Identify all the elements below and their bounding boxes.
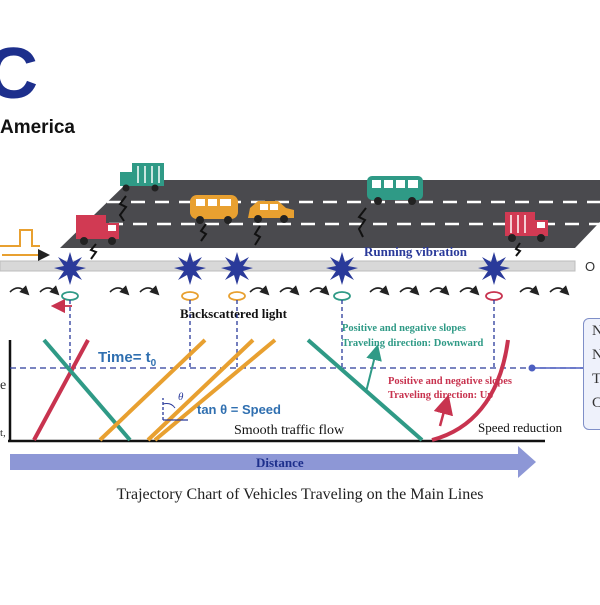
- info-box-line: T: [592, 371, 600, 387]
- speed-reduction-label: Speed reduction: [478, 420, 563, 435]
- downward-note-line2: Traveling direction: Downward: [342, 338, 484, 349]
- theta-label: θ: [178, 391, 184, 403]
- info-box-line: N: [592, 347, 600, 363]
- bus-teal: [367, 176, 423, 205]
- trajectory-teal-2: [306, 338, 424, 442]
- up-note-line1: Positive and negative slopes: [388, 376, 512, 387]
- smooth-traffic-label: Smooth traffic flow: [234, 423, 345, 438]
- fiber-cable: [0, 260, 576, 272]
- figure-caption: Trajectory Chart of Vehicles Traveling o…: [116, 486, 484, 503]
- trajectory-orange-2: [146, 338, 255, 442]
- truck-red-right: [505, 212, 548, 242]
- vibration-squiggles: [89, 195, 522, 260]
- up-note-line2: Traveling direction: Up: [388, 390, 493, 401]
- van-orange: [190, 195, 238, 224]
- slope-annotation: [162, 398, 188, 421]
- laser-pulse: [0, 229, 40, 247]
- distance-arrow: [10, 446, 536, 478]
- info-box-line: C: [592, 395, 600, 411]
- running-vibration-label: Running vibration: [364, 244, 468, 259]
- tan-speed-label: tan θ = Speed: [197, 402, 281, 417]
- trajectory-orange-1: [98, 338, 207, 442]
- trajectory-orange-3: [153, 338, 277, 442]
- colored-return-arrows: [50, 291, 503, 314]
- logo-text: America: [0, 117, 75, 138]
- logo-letter: C: [0, 34, 38, 114]
- time-label: Time= t0: [98, 349, 157, 369]
- info-box-line: N: [592, 323, 600, 339]
- up-note-arrow: [433, 394, 454, 427]
- trajectory-red-up: [32, 339, 90, 441]
- distance-label: Distance: [256, 455, 304, 470]
- info-box: N N T C: [583, 318, 600, 430]
- vibration-bursts: [54, 252, 510, 285]
- axis-fragment-bottom: t,: [0, 427, 6, 439]
- axis-fragment-top: e: [0, 378, 6, 393]
- backscattered-light-label: Backscattered light: [180, 306, 288, 321]
- guide-lines: [69, 300, 495, 370]
- backscatter-arrows: [9, 285, 570, 296]
- fiber-end-label: O: [585, 259, 595, 274]
- trajectory-red-curve: [431, 339, 510, 442]
- truck-green: [120, 163, 164, 192]
- truck-red: [76, 215, 119, 245]
- downward-note-arrow: [365, 344, 382, 393]
- car-orange: [248, 201, 294, 223]
- downward-note-line1: Positive and negative slopes: [342, 323, 466, 334]
